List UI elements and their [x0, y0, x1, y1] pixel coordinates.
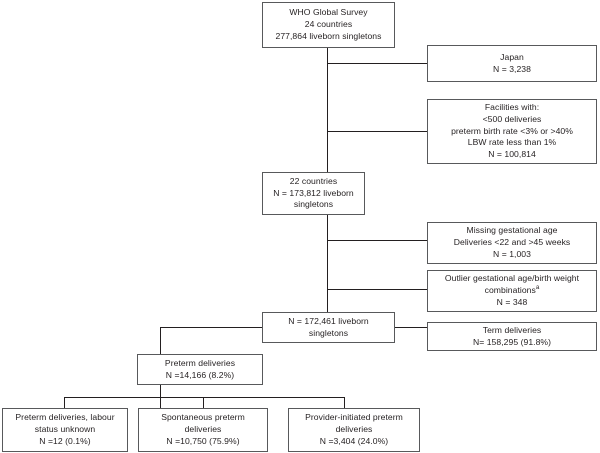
- who-global-survey-line-2: 24 countries: [304, 19, 353, 30]
- connector-split-bar: [64, 397, 345, 399]
- who-global-survey-line-3: 277,864 liveborn singletons: [275, 30, 382, 41]
- connector-to-term-deliveries: [395, 327, 427, 329]
- spontaneous-preterm-line-2: deliveries: [184, 424, 222, 435]
- facilities-exclusion-line-5: N = 100,814: [488, 149, 536, 160]
- footnote-marker-a: a: [535, 284, 540, 292]
- who-global-survey-line-1: WHO Global Survey: [289, 7, 368, 18]
- japan-exclusion-line-1: Japan: [500, 51, 524, 62]
- connector-preterm-to-split: [160, 385, 162, 408]
- missing-ga-line-1: Missing gestational age: [466, 225, 558, 236]
- labour-status-unknown-line-1: Preterm deliveries, labour: [15, 412, 115, 423]
- japan-exclusion-box: Japan N = 3,238: [427, 45, 597, 82]
- term-deliveries-box: Term deliveries N= 158,295 (91.8%): [427, 322, 597, 351]
- connector-split-to-provider-initiated: [344, 397, 346, 408]
- outlier-line-2: combinationsa: [485, 285, 540, 297]
- missing-ga-line-2: Deliveries <22 and >45 weeks: [453, 237, 571, 248]
- labour-status-unknown-box: Preterm deliveries, labour status unknow…: [2, 408, 128, 452]
- provider-initiated-line-2: deliveries: [335, 424, 373, 435]
- analysis-population-line-1: N = 172,461 liveborn: [288, 315, 369, 326]
- provider-initiated-line-3: N =3,404 (24.0%): [319, 435, 389, 446]
- facilities-exclusion-line-3: preterm birth rate <3% or >40%: [451, 125, 573, 136]
- outlier-line-3: N = 348: [496, 296, 528, 307]
- analysis-population-box: N = 172,461 liveborn singletons: [262, 312, 395, 343]
- spontaneous-preterm-box: Spontaneous preterm deliveries N =10,750…: [138, 408, 268, 452]
- twenty-two-countries-box: 22 countries N = 173,812 liveborn single…: [262, 172, 365, 215]
- facilities-exclusion-box: Facilities with: <500 deliveries preterm…: [427, 99, 597, 164]
- missing-ga-line-3: N = 1,003: [493, 248, 531, 259]
- provider-initiated-line-1: Provider-initiated preterm: [305, 412, 403, 423]
- labour-status-unknown-line-2: status unknown: [34, 424, 96, 435]
- term-deliveries-line-1: Term deliveries: [482, 324, 542, 335]
- term-deliveries-line-2: N= 158,295 (91.8%): [472, 336, 552, 347]
- connector-to-japan: [327, 63, 427, 65]
- facilities-exclusion-line-1: Facilities with:: [484, 101, 540, 112]
- twenty-two-countries-line-2: N = 173,812 liveborn: [273, 187, 354, 198]
- facilities-exclusion-line-4: LBW rate less than 1%: [467, 137, 557, 148]
- connector-who-to-22countries: [327, 48, 329, 172]
- preterm-deliveries-box: Preterm deliveries N =14,166 (8.2%): [137, 354, 263, 385]
- preterm-deliveries-line-1: Preterm deliveries: [164, 357, 236, 368]
- connector-to-missing-ga: [327, 240, 427, 242]
- connector-to-outlier: [327, 289, 427, 291]
- missing-gestational-age-exclusion-box: Missing gestational age Deliveries <22 a…: [427, 222, 597, 264]
- spontaneous-preterm-line-1: Spontaneous preterm: [161, 412, 245, 423]
- japan-exclusion-line-2: N = 3,238: [493, 63, 531, 74]
- connector-22countries-to-analysis: [327, 215, 329, 312]
- outlier-combinations-exclusion-box: Outlier gestational age/birth weight com…: [427, 270, 597, 312]
- twenty-two-countries-line-3: singletons: [293, 199, 334, 210]
- connector-analysis-to-preterm: [160, 327, 162, 354]
- labour-status-unknown-line-3: N =12 (0.1%): [39, 435, 91, 446]
- preterm-deliveries-line-2: N =14,166 (8.2%): [165, 369, 235, 380]
- connector-analysis-left-stub: [160, 327, 262, 329]
- provider-initiated-preterm-box: Provider-initiated preterm deliveries N …: [288, 408, 420, 452]
- facilities-exclusion-line-2: <500 deliveries: [482, 113, 542, 124]
- connector-split-to-spontaneous: [203, 397, 205, 408]
- outlier-line-1: Outlier gestational age/birth weight: [444, 273, 580, 284]
- who-global-survey-box: WHO Global Survey 24 countries 277,864 l…: [262, 2, 395, 48]
- analysis-population-line-2: singletons: [308, 327, 349, 338]
- spontaneous-preterm-line-3: N =10,750 (75.9%): [166, 435, 240, 446]
- connector-split-to-labour-unknown: [64, 397, 66, 408]
- twenty-two-countries-line-1: 22 countries: [289, 175, 338, 186]
- outlier-line-2-text: combinations: [484, 285, 536, 296]
- connector-to-facilities: [327, 131, 427, 133]
